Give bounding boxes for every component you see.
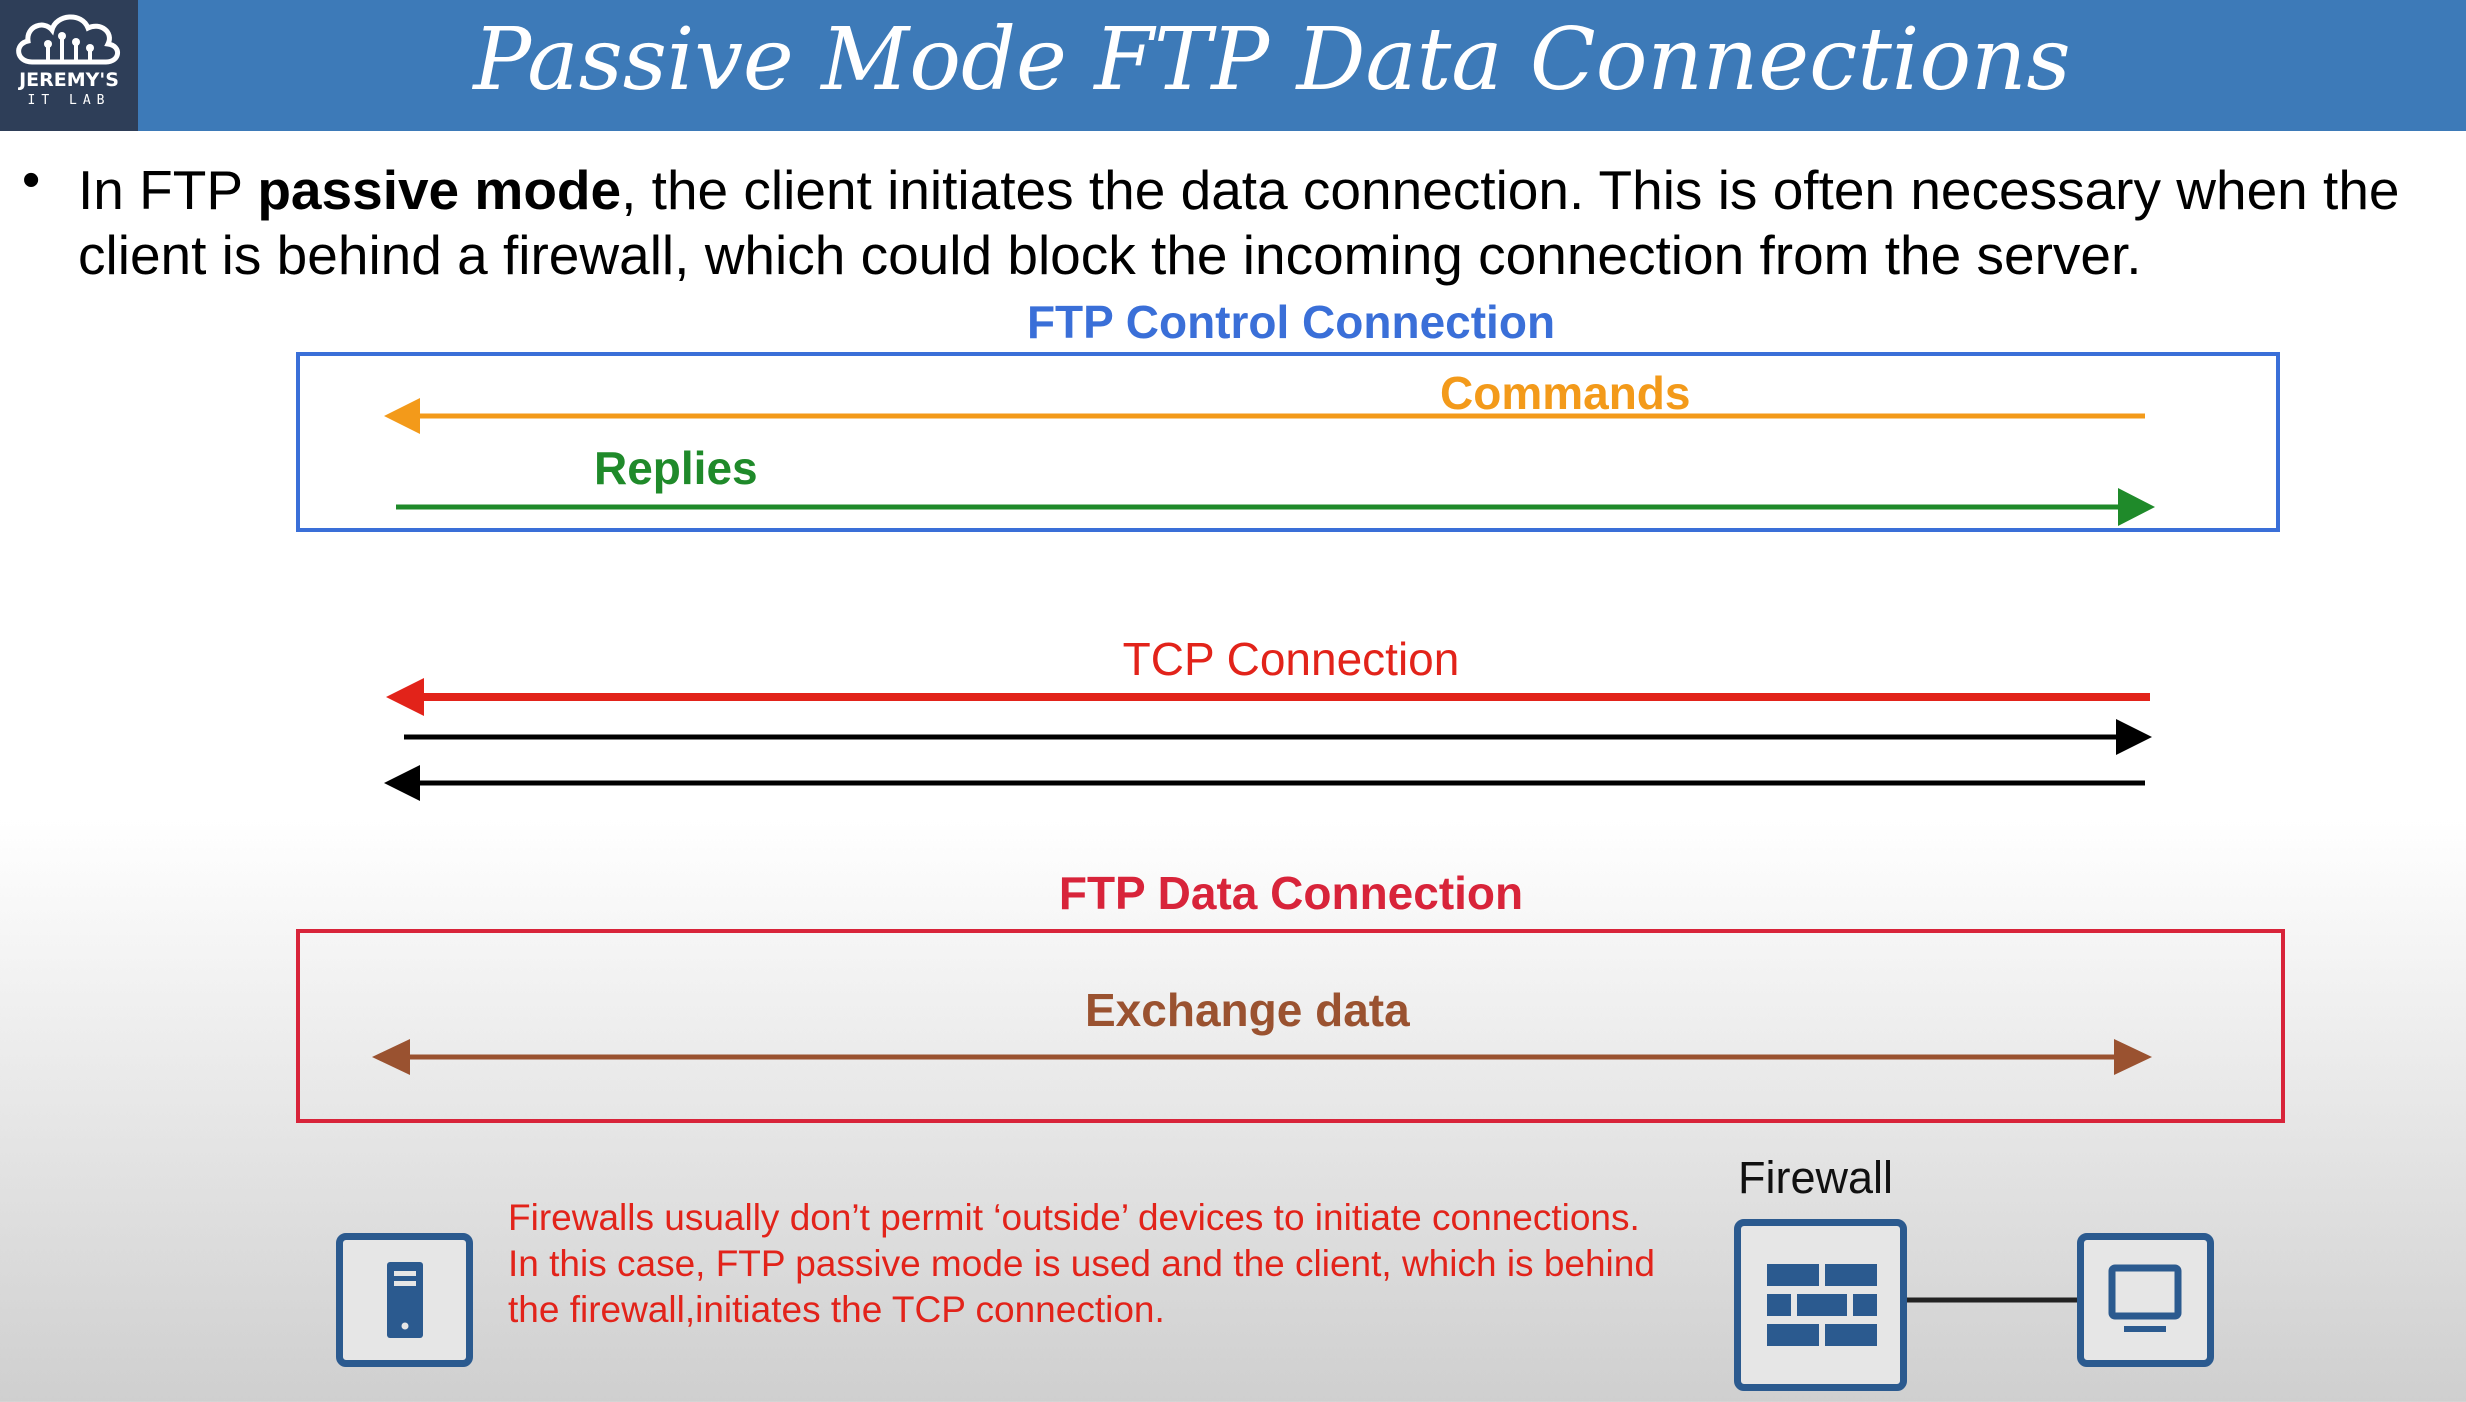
firewall-label: Firewall: [1738, 1152, 1894, 1203]
header-bar: JEREMY'S IT LAB Passive Mode FTP Data Co…: [0, 0, 2466, 131]
commands-arrow: [384, 398, 2145, 434]
note-line: Firewalls usually don’t permit ‘outside’…: [508, 1197, 1640, 1238]
pc-icon: [2077, 1233, 2214, 1367]
tcp-synack-arrow: [404, 719, 2152, 755]
tcp-connection-title: TCP Connection: [1122, 633, 1460, 685]
firewall-note: Firewalls usually don’t permit ‘outside’…: [508, 1195, 1728, 1333]
bullet-dot: •: [22, 151, 41, 209]
replies-label: Replies: [594, 442, 758, 494]
tcp-syn-arrow: [386, 678, 2150, 716]
tcp-ack-arrow: [384, 765, 2145, 801]
monitor-glyph: [2108, 1264, 2182, 1332]
firewall-brick-glyph: [1767, 1264, 1877, 1346]
commands-label: Commands: [1440, 367, 1691, 419]
control-connection-box: [296, 352, 2280, 532]
slide-title: Passive Mode FTP Data Connections: [473, 10, 2071, 110]
cloud-logo-icon: [16, 14, 120, 65]
note-line: In this case, FTP passive mode is used a…: [508, 1243, 1655, 1284]
firewall-icon: [1734, 1219, 1907, 1391]
note-line: the firewall,initiates the TCP connectio…: [508, 1289, 1165, 1330]
exchange-data-arrow: [372, 1039, 2152, 1075]
intro-prefix: In FTP: [78, 159, 258, 221]
intro-bold-term: passive mode: [257, 159, 622, 221]
data-connection-box: [296, 929, 2285, 1123]
server-glyph: [387, 1262, 423, 1338]
replies-arrow: [396, 488, 2155, 526]
exchange-data-label: Exchange data: [1085, 984, 1410, 1036]
logo-text: JEREMY'S: [19, 69, 119, 91]
jeremys-it-lab-logo: JEREMY'S IT LAB: [0, 0, 138, 131]
intro-paragraph: In FTP passive mode, the client initiate…: [78, 158, 2458, 288]
control-connection-title: FTP Control Connection: [1026, 296, 1556, 348]
logo-subtext: IT LAB: [27, 93, 111, 108]
data-connection-title: FTP Data Connection: [1058, 867, 1524, 919]
intro-rest: , the client initiates the data connecti…: [78, 159, 2400, 286]
server-icon: [336, 1233, 473, 1367]
